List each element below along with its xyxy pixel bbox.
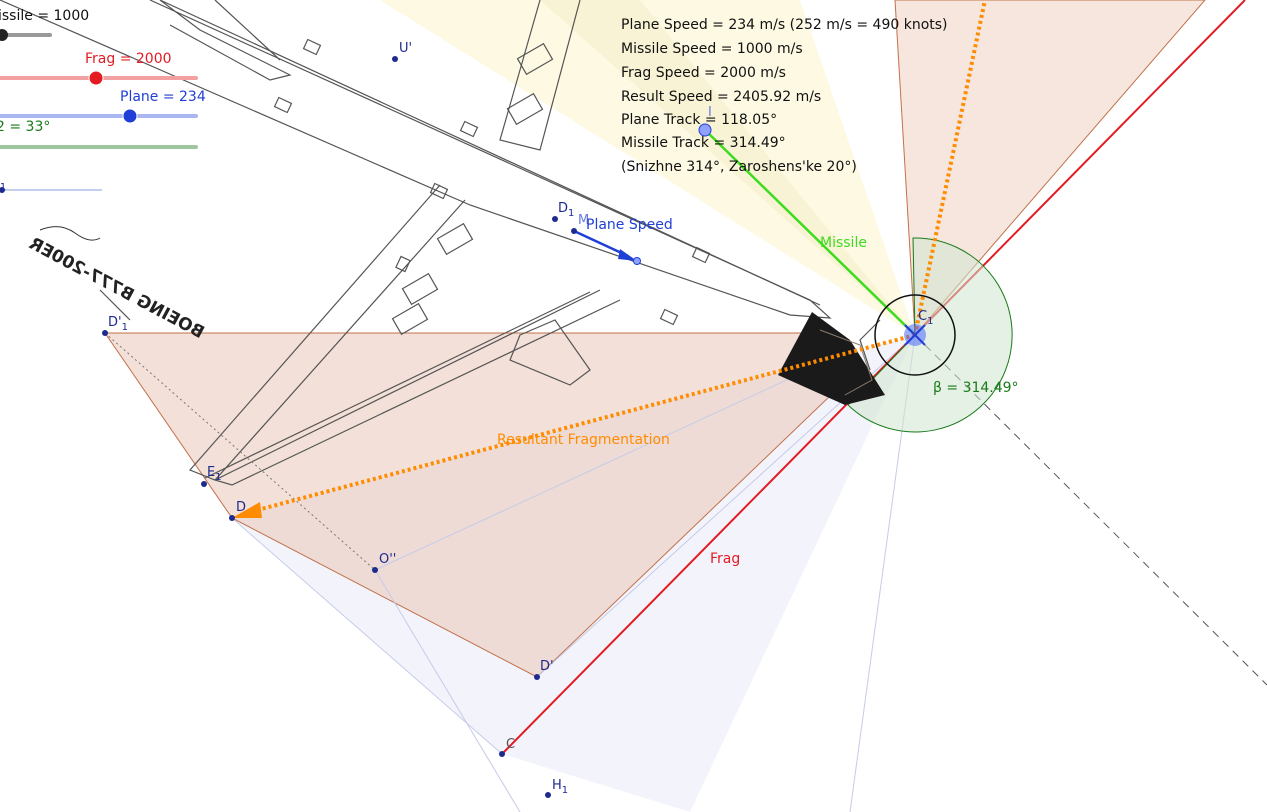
info-missile-speed: Missile Speed = 1000 m/s: [621, 41, 803, 57]
info-plane-track: Plane Track = 118.05°: [621, 112, 777, 128]
point-u[interactable]: [392, 56, 398, 62]
point-i-marker[interactable]: [698, 123, 712, 137]
plane-speed-label: Plane Speed: [586, 217, 673, 233]
slider-plane[interactable]: Plane = 234: [0, 89, 206, 124]
slider-angle[interactable]: 2 = 33°: [0, 119, 198, 149]
slider-angle-label: 2 = 33°: [0, 119, 50, 135]
slider-plane-handle[interactable]: [122, 108, 138, 124]
label-d1: D1: [558, 201, 574, 219]
label-m: M: [578, 213, 589, 228]
slider-frag[interactable]: Frag = 2000: [0, 51, 198, 86]
info-location-note: (Snizhne 314°, Zaroshens'ke 20°): [621, 159, 857, 175]
label-c: C: [506, 737, 515, 752]
points: [102, 56, 641, 798]
info-panel: Plane Speed = 234 m/s (252 m/s = 490 kno…: [621, 17, 948, 175]
point-j1[interactable]: [0, 187, 5, 193]
top-yellow-cone: [380, 0, 915, 335]
inner-ring: [874, 294, 956, 376]
info-result-speed: Result Speed = 2405.92 m/s: [621, 89, 821, 105]
aircraft-outline: [0, 0, 881, 486]
label-d1-prime: D'1: [108, 315, 128, 333]
info-frag-speed: Frag Speed = 2000 m/s: [621, 65, 786, 81]
plane-speed-arrowhead: [618, 249, 637, 261]
slider-missile-handle[interactable]: [0, 29, 8, 41]
point-d1-prime[interactable]: [102, 330, 108, 336]
point-d1[interactable]: [552, 216, 558, 222]
point-m[interactable]: [571, 228, 577, 234]
missile-vector: [704, 129, 916, 336]
fragmentation-region: [104, 332, 856, 678]
slider-missile-label: issile = 1000: [0, 8, 89, 24]
resultant-arrowhead: [232, 502, 262, 518]
label-e1: E1: [207, 465, 222, 483]
slider-frag-label: Frag = 2000: [85, 51, 172, 67]
label-i: I: [708, 105, 712, 120]
beta-angle-label: β = 314.49°: [933, 380, 1019, 396]
top-pale-cone: [540, 0, 915, 335]
missile-label: Missile: [820, 235, 867, 251]
label-d: D: [236, 500, 246, 515]
label-c1: C1: [918, 309, 933, 327]
label-h1: H1: [552, 778, 568, 796]
beta-angle-wedge[interactable]: [847, 237, 1013, 433]
point-h1[interactable]: [545, 792, 551, 798]
right-salmon-cone: [894, 0, 1206, 337]
point-e1[interactable]: [201, 481, 207, 487]
plane-speed-vector: [573, 229, 629, 258]
info-missile-track: Missile Track = 314.49°: [621, 135, 786, 151]
label-d-prime: D': [540, 659, 554, 674]
frag-label: Frag: [710, 551, 740, 567]
label-o2: O'': [379, 552, 396, 567]
dashed-track-line: [914, 334, 1267, 686]
slider-frag-handle[interactable]: [88, 70, 104, 86]
label-u: U': [399, 41, 412, 56]
resultant-fragmentation-vector: [249, 333, 916, 514]
point-c[interactable]: [499, 751, 505, 757]
point-d-prime[interactable]: [534, 674, 540, 680]
point-m-end[interactable]: [633, 257, 641, 265]
info-plane-speed: Plane Speed = 234 m/s (252 m/s = 490 kno…: [621, 17, 948, 33]
point-o2[interactable]: [372, 567, 378, 573]
slider-missile[interactable]: issile = 1000: [0, 8, 89, 41]
slider-plane-label: Plane = 234: [120, 89, 206, 105]
resultant-fragmentation-label: Resultant Fragmentation: [497, 432, 670, 448]
registration-squiggle: [39, 226, 101, 241]
point-d[interactable]: [229, 515, 235, 521]
